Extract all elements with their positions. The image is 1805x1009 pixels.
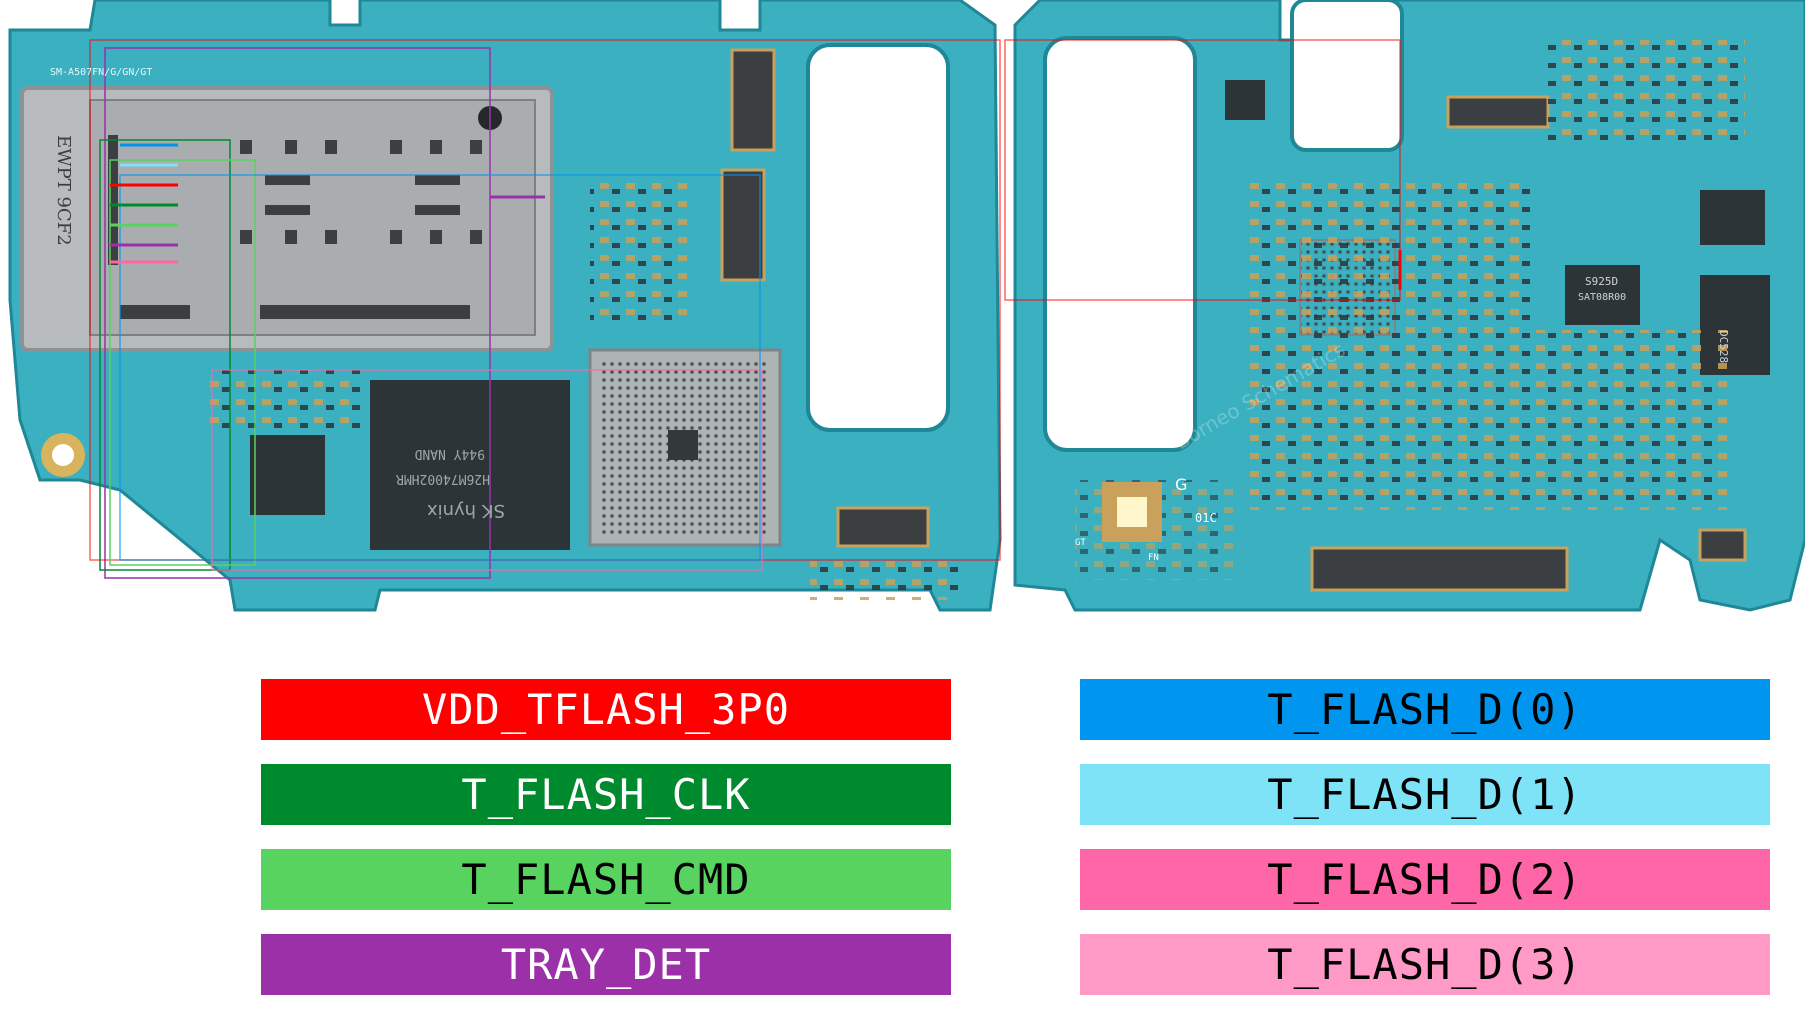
- smd-field-5: [1545, 40, 1745, 140]
- soc-text-2: SAT08R00: [1578, 292, 1626, 303]
- connector-3: [836, 506, 930, 548]
- right-cutout-2: [1290, 0, 1404, 152]
- flash-text-1: SK hynix: [427, 500, 505, 521]
- flash-text-2: H26M74002HMR: [396, 471, 490, 486]
- legend-label: T_FLASH_CMD: [461, 855, 751, 904]
- pcb-board-image: SM-A507FN/G/GN/GT EWPT 9CF2 SK hynix H26…: [8, 0, 1805, 612]
- smd-field-1: [1250, 180, 1530, 510]
- legend-t-flash-d0: T_FLASH_D(0): [1080, 679, 1770, 740]
- left-cutout: [806, 43, 950, 432]
- legend-label: T_FLASH_D(2): [1267, 855, 1583, 904]
- legend-label: T_FLASH_CLK: [461, 770, 751, 819]
- legend-label: VDD_TFLASH_3P0: [421, 685, 790, 734]
- legend-t-flash-clk: T_FLASH_CLK: [261, 764, 951, 825]
- smd-field-4: [210, 370, 360, 430]
- right-chip-s925d: [1565, 265, 1640, 325]
- soc-text-1: S925D: [1585, 275, 1618, 288]
- legend-t-flash-d3: T_FLASH_D(3): [1080, 934, 1770, 995]
- connector-6: [1698, 528, 1747, 562]
- label-fn: FN: [1148, 553, 1159, 563]
- legend-t-flash-cmd: T_FLASH_CMD: [261, 849, 951, 910]
- trace-overlays: [89, 39, 1402, 579]
- smd-field-2: [1530, 330, 1730, 510]
- right-chip-small: [1225, 80, 1265, 120]
- sim-tray-inner: [89, 99, 536, 336]
- connector-4: [1310, 546, 1569, 592]
- legend-label: T_FLASH_D(0): [1267, 685, 1583, 734]
- sim-tray-text: EWPT 9CF2: [53, 135, 74, 246]
- pmic-text: DC528: [1717, 330, 1730, 363]
- legend-label: TRAY_DET: [500, 940, 712, 989]
- label-g: G: [1175, 475, 1187, 494]
- board-code: 01C: [1195, 511, 1217, 525]
- label-gt: GT: [1075, 538, 1086, 548]
- model-text: SM-A507FN/G/GN/GT: [50, 67, 152, 78]
- flash-chip: [370, 380, 570, 550]
- pmic-chip-left: [250, 435, 325, 515]
- legend-label: T_FLASH_D(1): [1267, 770, 1583, 819]
- legend-vdd-tflash-3p0: VDD_TFLASH_3P0: [261, 679, 951, 740]
- right-cutout-1: [1043, 36, 1197, 452]
- sim-contacts: [108, 135, 482, 319]
- flash-text-3: 944Y NAND: [414, 446, 485, 461]
- connector-5: [1446, 95, 1550, 129]
- right-chip-top: [1700, 190, 1765, 245]
- connector-1: [730, 48, 776, 152]
- smd-field-6: [810, 560, 960, 600]
- connector-2: [720, 168, 766, 282]
- legend-tray-det: TRAY_DET: [261, 934, 951, 995]
- smd-field-3: [590, 180, 690, 320]
- legend-t-flash-d2: T_FLASH_D(2): [1080, 849, 1770, 910]
- legend-t-flash-d1: T_FLASH_D(1): [1080, 764, 1770, 825]
- legend-label: T_FLASH_D(3): [1267, 940, 1583, 989]
